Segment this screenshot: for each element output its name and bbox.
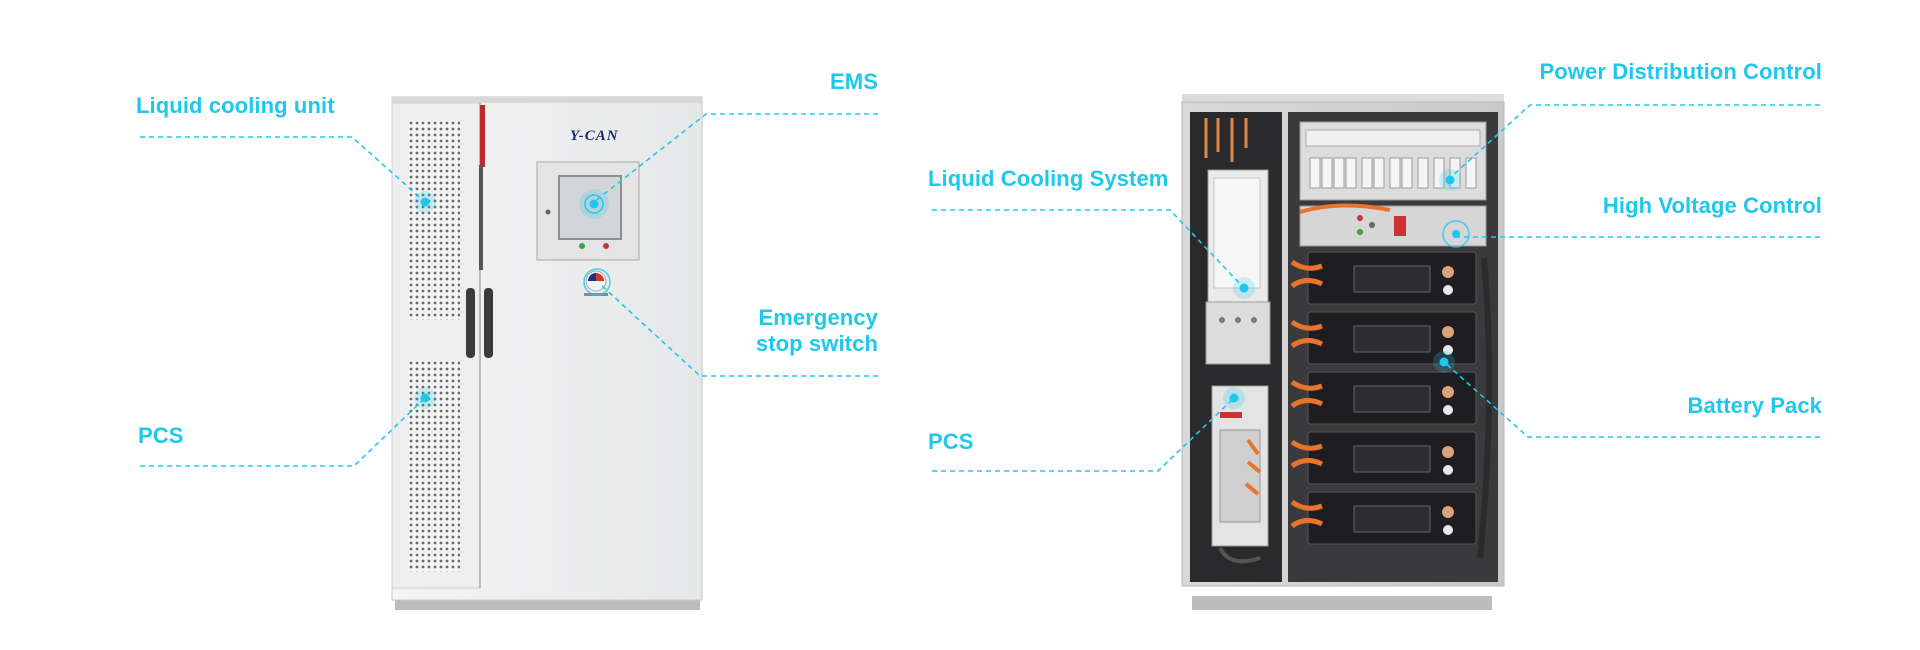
vent-grille-upper [408, 120, 460, 320]
label-liquid-cooling-unit: Liquid cooling unit [136, 93, 335, 118]
open-cabinet [1181, 94, 1505, 610]
closed-cabinet [391, 96, 703, 610]
red-stripe [480, 105, 485, 167]
hotspot-ems [579, 189, 609, 219]
callout-leaders [140, 104, 1820, 472]
battery-stack [1290, 251, 1477, 545]
high-voltage-panel [1299, 205, 1487, 247]
hotspot-liquid-cooling-system [1233, 277, 1255, 299]
label-high-voltage-control: High Voltage Control [1602, 193, 1822, 218]
label-pcs-right: PCS [928, 429, 974, 454]
label-liquid-cooling-system: Liquid Cooling System [928, 166, 1169, 191]
label-power-distribution-control: Power Distribution Control [1539, 59, 1822, 84]
brand-logo: Y-CAN [570, 128, 619, 144]
open-cabinet-base [1192, 596, 1492, 610]
door-handle-left [466, 288, 475, 358]
hotspot-battery-pack [1433, 351, 1455, 373]
hotspot-pcs-right [1223, 387, 1245, 409]
label-emergency-line2: stop switch [755, 331, 878, 356]
hotspot-markers [414, 169, 1470, 409]
label-ems: EMS [830, 69, 878, 94]
vent-grille-lower [408, 360, 460, 572]
hotspot-pcs-left [414, 387, 436, 409]
hotspot-emergency-stop [583, 268, 611, 296]
hotspot-liquid-cooling-unit [414, 191, 436, 213]
label-battery-pack: Battery Pack [1687, 393, 1822, 418]
hotspot-high-voltage [1442, 220, 1470, 248]
label-emergency-line1: Emergency [758, 305, 878, 330]
cabinet-base [395, 598, 700, 610]
label-pcs-left: PCS [138, 423, 184, 448]
door-handle-right [484, 288, 493, 358]
ems-screen [558, 175, 622, 240]
hotspot-power-distribution [1439, 169, 1461, 191]
label-emergency-stop: Emergency stop switch [700, 305, 878, 357]
